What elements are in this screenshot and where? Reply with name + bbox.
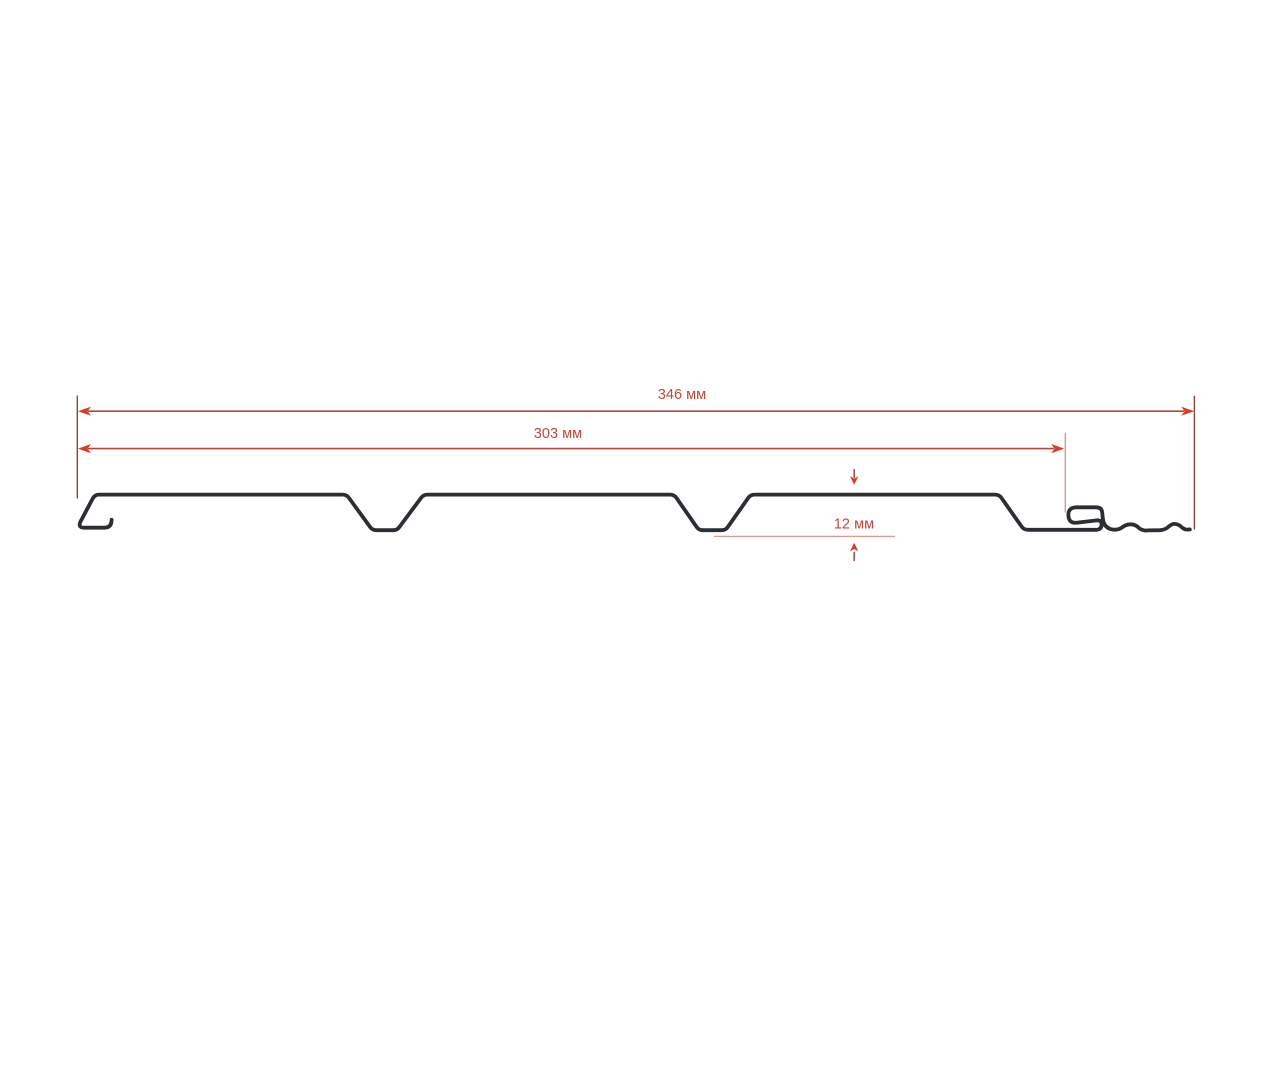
svg-text:12 мм: 12 мм — [834, 517, 874, 533]
svg-text:303 мм: 303 мм — [534, 426, 582, 442]
svg-text:346 мм: 346 мм — [658, 387, 706, 403]
